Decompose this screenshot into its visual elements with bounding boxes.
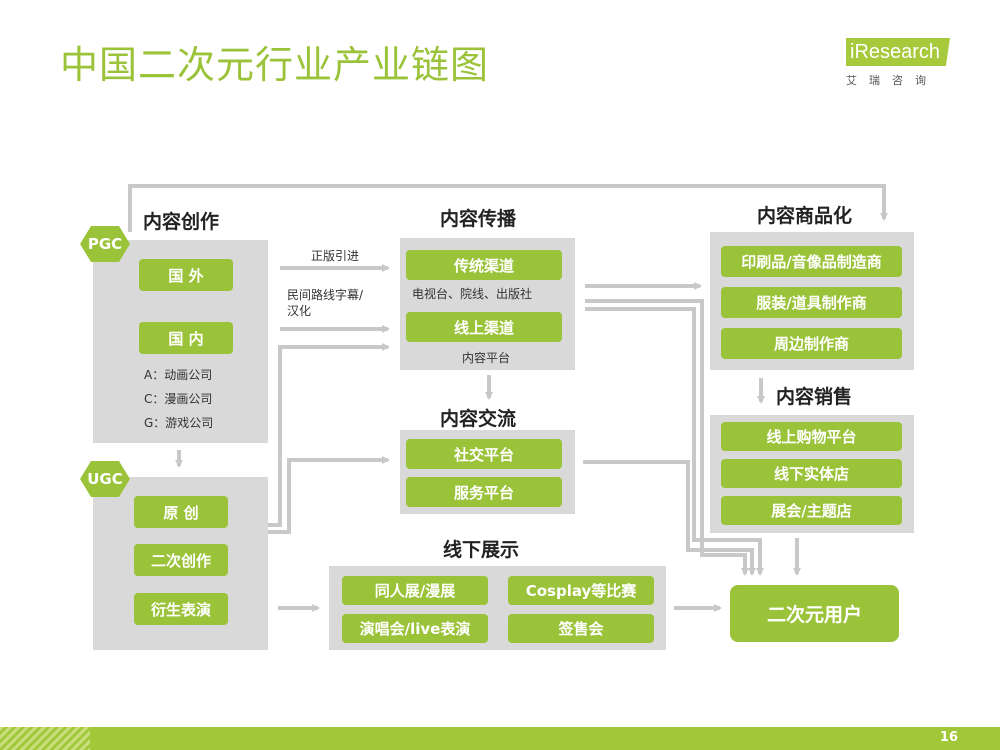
content-spread-heading: 内容传播 (440, 208, 517, 230)
top-loop-arrow (128, 184, 888, 232)
offline-store-box: 线下实体店 (721, 459, 902, 488)
print-media-maker-box: 印刷品/音像品制造商 (721, 246, 902, 277)
content-exchange-heading: 内容交流 (440, 408, 517, 430)
concert-box: 演唱会/live表演 (342, 614, 488, 643)
content-creation-heading: 内容创作 (143, 211, 220, 233)
exchange-to-user-arrow (583, 460, 756, 576)
pgc-tag: PGC (80, 226, 130, 262)
offline-display-heading: 线下展示 (443, 539, 520, 561)
page-title: 中国二次元行业产业链图 (60, 43, 490, 87)
service-platform-box: 服务平台 (406, 477, 562, 507)
edge-label-fansub-1: 民间路线字幕/ (287, 288, 364, 302)
edge-label-fansub-2: 汉化 (287, 304, 312, 318)
traditional-channel-note: 电视台、院线、出版社 (412, 287, 533, 301)
logo-main-text: iResearch (846, 38, 950, 66)
footer-stripe (0, 727, 90, 750)
note-animation: A：动画公司 (144, 368, 213, 382)
page-number: 16 (939, 730, 958, 745)
online-channel-note: 内容平台 (462, 351, 511, 365)
online-channel-box: 线上渠道 (406, 312, 562, 342)
exhibition-store-box: 展会/主题店 (721, 496, 902, 525)
peripheral-maker-box: 周边制作商 (721, 328, 902, 359)
merchandising-heading: 内容商品化 (757, 205, 853, 227)
derivative-creation-box: 二次创作 (134, 544, 228, 576)
domestic-box: 国 内 (139, 322, 233, 354)
logo-sub-text: 艾瑞咨询 (846, 74, 938, 87)
note-comic: C：漫画公司 (144, 392, 213, 406)
online-shop-box: 线上购物平台 (721, 422, 902, 451)
note-game: G：游戏公司 (144, 416, 214, 430)
iresearch-logo: iResearch 艾瑞咨询 (838, 38, 950, 90)
ugc-tag: UGC (80, 461, 130, 497)
content-sales-heading: 内容销售 (776, 386, 853, 408)
traditional-channel-box: 传统渠道 (406, 250, 562, 280)
ugc-to-exchange-arrow (268, 456, 390, 534)
signing-box: 签售会 (508, 614, 654, 643)
social-platform-box: 社交平台 (406, 439, 562, 469)
doujin-expo-box: 同人展/漫展 (342, 576, 488, 605)
foreign-box: 国 外 (139, 259, 233, 291)
derivative-performance-box: 衍生表演 (134, 593, 228, 625)
ugc-to-online-arrow (268, 343, 390, 527)
costume-maker-box: 服装/道具制作商 (721, 287, 902, 318)
acg-user-box: 二次元用户 (730, 585, 899, 642)
spread-to-user-arrow-2 (585, 307, 764, 576)
spread-to-user-arrow-1 (585, 299, 749, 576)
cosplay-box: Cosplay等比赛 (508, 576, 654, 605)
edge-label-official: 正版引进 (311, 249, 360, 263)
original-box: 原 创 (134, 496, 228, 528)
footer-bar (0, 727, 1000, 750)
